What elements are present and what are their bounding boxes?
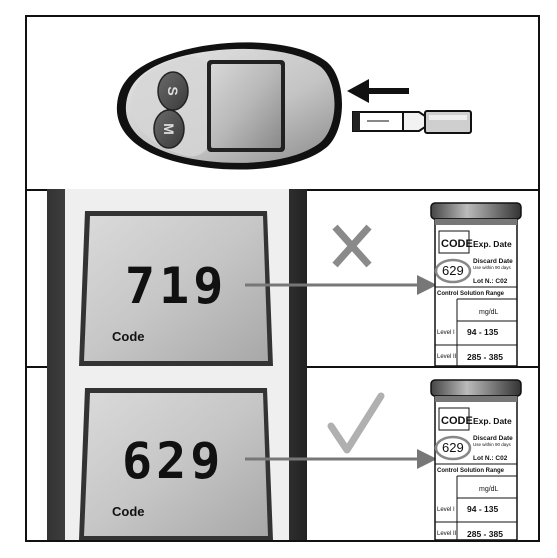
vial-code-value: 629 bbox=[442, 440, 464, 455]
code-highlight-circle bbox=[434, 435, 472, 461]
check-icon bbox=[327, 392, 385, 454]
vial-level2-label: Level II bbox=[437, 354, 457, 360]
vial-lot-label: Lot N.: C02 bbox=[473, 278, 508, 285]
vial-discard-note: Use within 90 days bbox=[473, 265, 512, 270]
vial-unit: mg/dL bbox=[479, 309, 499, 316]
vial-level1-range: 94 - 135 bbox=[467, 327, 498, 337]
code-highlight-circle bbox=[434, 258, 472, 284]
vial-code-label: CODE bbox=[441, 415, 473, 427]
code-match-panel: 629 Code CODE Exp. Date 629 bbox=[27, 366, 538, 540]
cross-icon bbox=[332, 224, 372, 268]
meter-button-bottom[interactable]: M bbox=[153, 109, 185, 149]
meter-display-closeup: 629 Code bbox=[47, 366, 307, 540]
vial-discard-label: Discard Date bbox=[473, 435, 513, 442]
button-top-label: S bbox=[165, 86, 181, 95]
display-code-label: Code bbox=[112, 329, 145, 344]
display-value: 629 bbox=[122, 432, 224, 490]
button-bottom-label: M bbox=[161, 123, 177, 135]
vial-level2-label: Level II bbox=[437, 531, 457, 537]
test-strip-icon bbox=[352, 110, 472, 134]
glucose-meter bbox=[116, 42, 342, 170]
vial-level1-range: 94 - 135 bbox=[467, 504, 498, 514]
vial-level2-range: 285 - 385 bbox=[467, 352, 503, 362]
meter-display-closeup: 719 Code bbox=[47, 189, 307, 366]
vial-range-title: Control Solution Range bbox=[437, 468, 505, 474]
vial-discard-note: Use within 90 days bbox=[473, 442, 512, 447]
meter-button-top[interactable]: S bbox=[157, 71, 189, 111]
vial-exp-label: Exp. Date bbox=[473, 416, 512, 426]
compare-arrow-icon bbox=[245, 275, 437, 295]
vial-exp-label: Exp. Date bbox=[473, 239, 512, 249]
display-code-label: Code bbox=[112, 504, 145, 519]
illustration-frame: S M bbox=[25, 15, 540, 542]
test-strip-vial: CODE Exp. Date 629 Discard Date Use with… bbox=[430, 379, 522, 540]
insert-strip-panel: S M bbox=[27, 17, 538, 191]
display-value: 719 bbox=[125, 257, 227, 315]
vial-discard-label: Discard Date bbox=[473, 258, 513, 265]
insert-arrow-icon bbox=[347, 79, 409, 103]
code-mismatch-panel: 719 Code CODE Exp. Date 629 bbox=[27, 189, 538, 368]
vial-code-label: CODE bbox=[441, 238, 473, 250]
vial-code-value: 629 bbox=[442, 263, 464, 278]
test-strip-vial: CODE Exp. Date 629 Discard Date Use with… bbox=[430, 202, 522, 366]
vial-level2-range: 285 - 385 bbox=[467, 529, 503, 539]
vial-level1-label: Level I bbox=[437, 330, 455, 336]
vial-level1-label: Level I bbox=[437, 507, 455, 513]
vial-unit: mg/dL bbox=[479, 486, 499, 493]
compare-arrow-icon bbox=[245, 449, 437, 469]
vial-lot-label: Lot N.: C02 bbox=[473, 455, 508, 462]
vial-range-title: Control Solution Range bbox=[437, 291, 505, 297]
